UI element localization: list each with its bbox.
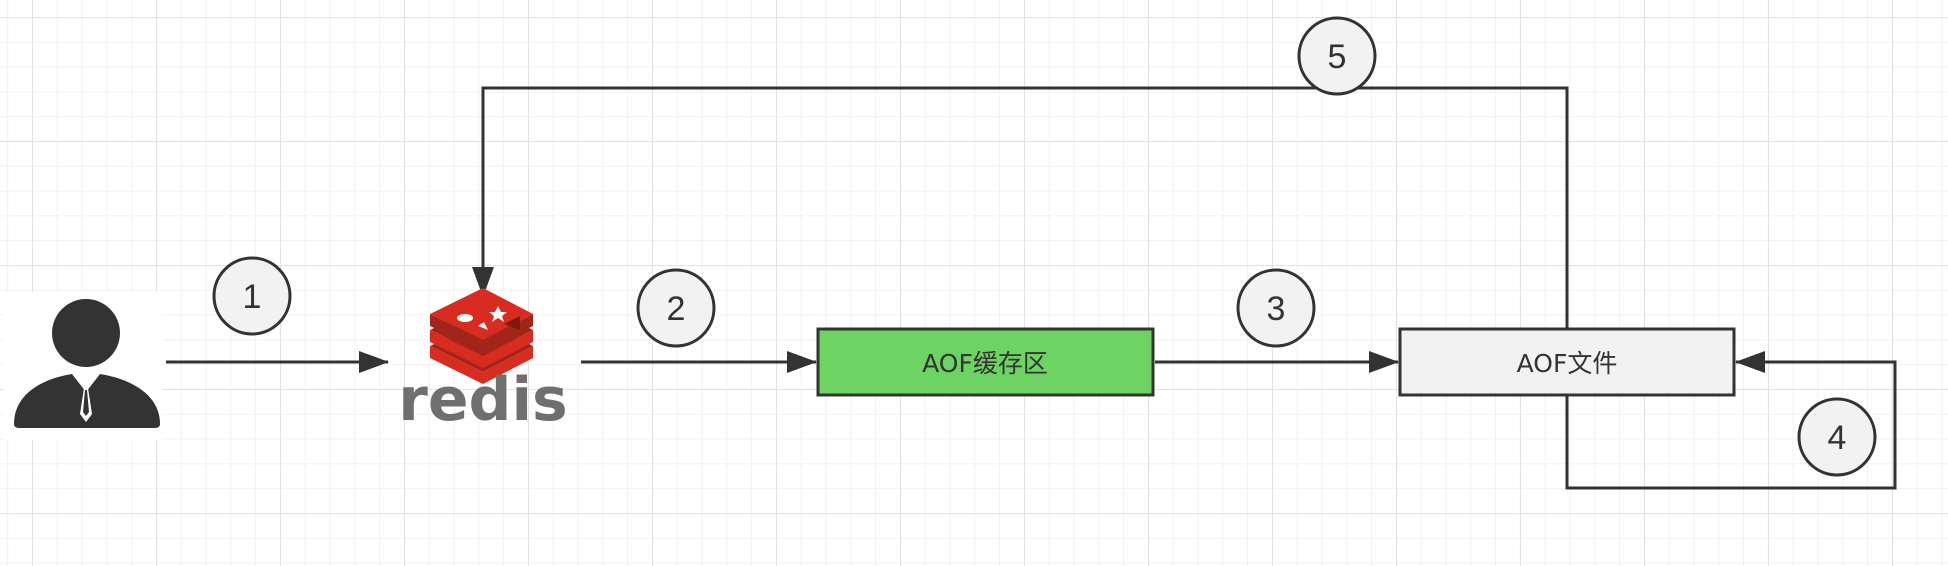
step-number: 3 — [1267, 290, 1286, 328]
arrow-aof-file-to-redis — [472, 86, 1569, 330]
step-number: 4 — [1828, 419, 1847, 457]
step-marker-2: 2 — [636, 268, 716, 348]
step-marker-3: 3 — [1236, 268, 1316, 348]
aof-file-label: AOF文件 — [1517, 349, 1618, 378]
step-marker-5: 5 — [1297, 16, 1377, 96]
aof-buffer-node[interactable]: AOF缓存区 — [816, 327, 1155, 397]
aof-file-node[interactable]: AOF文件 — [1398, 327, 1736, 397]
redis-wordmark: redis — [398, 365, 568, 435]
step-number: 2 — [667, 290, 686, 328]
user-businessman-icon — [4, 292, 162, 440]
step-number: 1 — [243, 278, 262, 316]
arrow-aof-file-rewrite-loop — [1565, 351, 1897, 490]
aof-buffer-label: AOF缓存区 — [922, 349, 1048, 378]
step-number: 5 — [1328, 38, 1347, 76]
connectors — [166, 86, 1897, 490]
step-marker-4: 4 — [1797, 397, 1877, 477]
redis-logo-icon — [430, 288, 533, 384]
step-marker-1: 1 — [212, 256, 292, 336]
